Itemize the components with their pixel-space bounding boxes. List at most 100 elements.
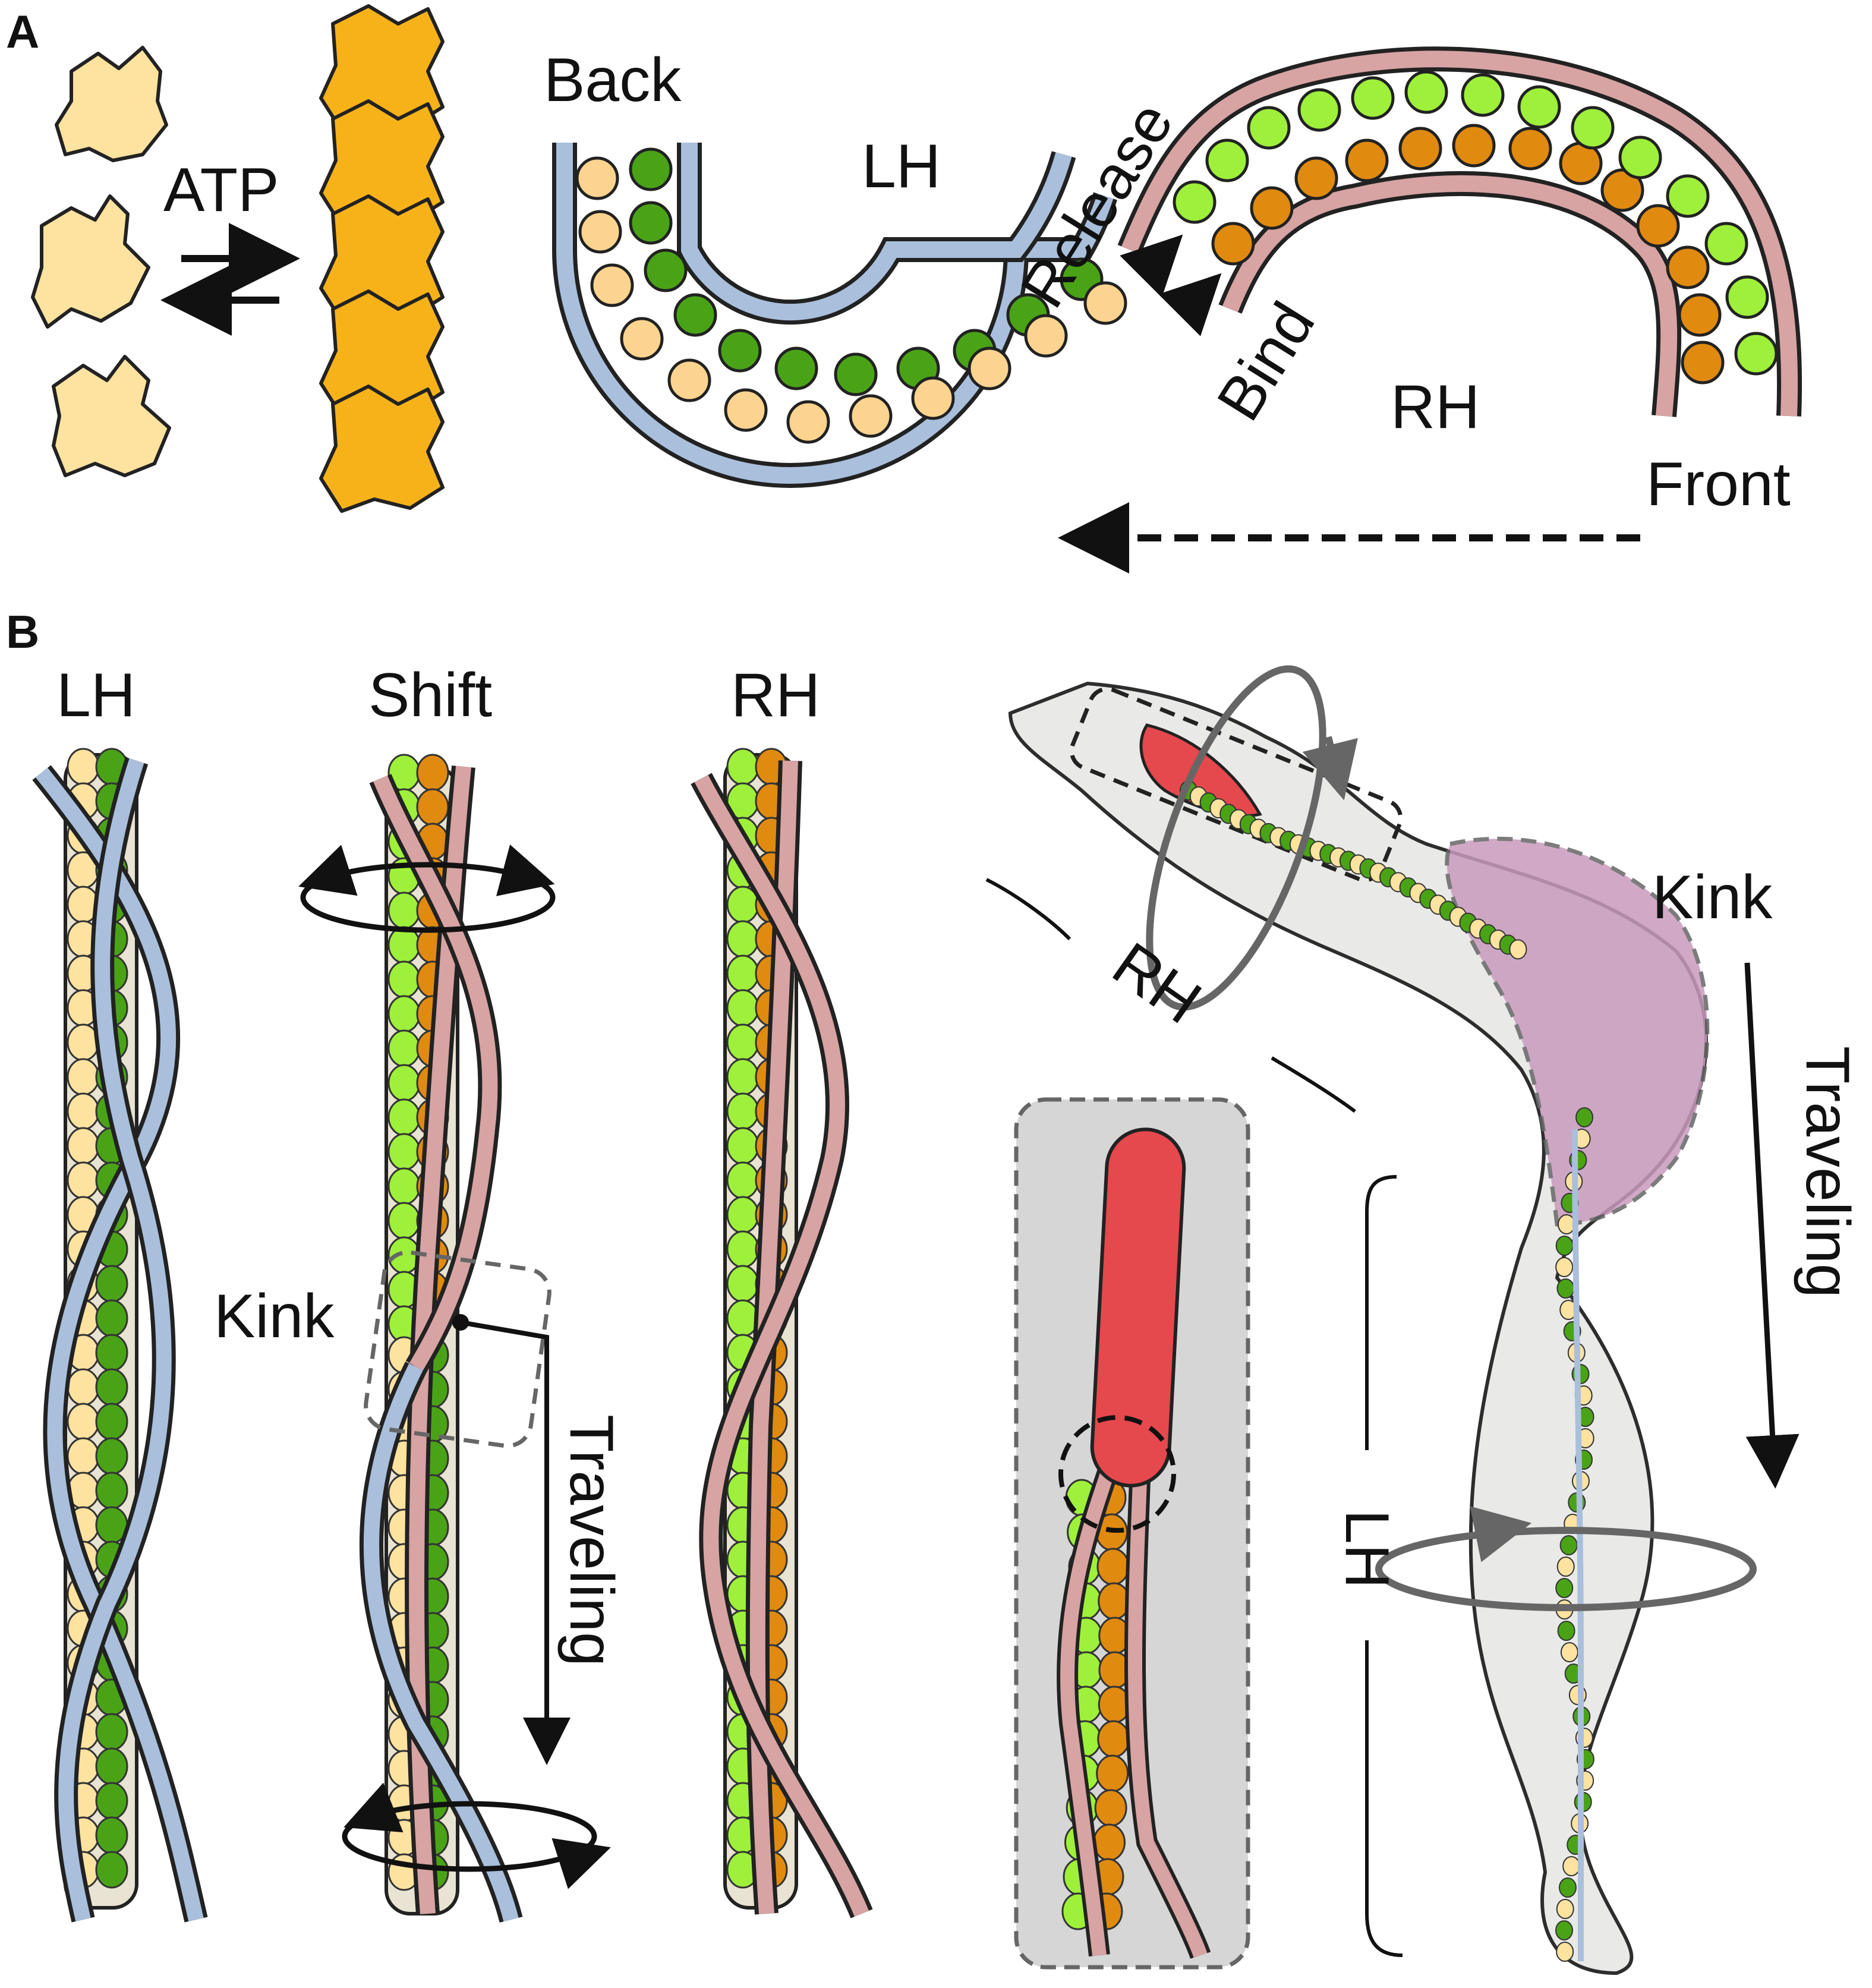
subunit-bead (726, 1092, 759, 1130)
subunit-bead (95, 1713, 128, 1751)
subunit-bead (67, 1092, 100, 1130)
subunit-bead (726, 1196, 759, 1234)
subunit-bead (387, 1029, 421, 1067)
subunit-bead (95, 1472, 128, 1510)
subunit-bead (1096, 1548, 1130, 1586)
kink-purple-region (1445, 836, 1710, 1227)
subunit-bead (726, 1058, 759, 1096)
subunit-bead (726, 1230, 759, 1268)
cap-junction-circle (1058, 1415, 1176, 1533)
subunit-bead (726, 954, 759, 993)
atp-label: ATP (163, 156, 279, 225)
polymer-stack (319, 4, 445, 513)
free-monomer-1 (55, 46, 168, 162)
release-bind-arrows (1120, 234, 1222, 336)
red-cap (1090, 1127, 1186, 1488)
subunit-bead (1096, 1754, 1129, 1792)
subunit-bead (1559, 1535, 1578, 1555)
rh-label-b: RH (1101, 930, 1214, 1037)
subunit-bead (726, 920, 759, 958)
front-label: Front (1646, 450, 1791, 519)
panel-b-letter: B (6, 606, 39, 658)
shift-filament (298, 754, 611, 1923)
polymer-subunit-3 (319, 194, 445, 323)
subunit-bead (726, 1265, 759, 1303)
panel-a-letter: A (6, 5, 39, 58)
lh-filament (32, 748, 208, 1923)
subunit-bead (1556, 1899, 1574, 1919)
right-kink-label: Kink (1652, 863, 1773, 932)
rh-box-dashed (1069, 686, 1403, 883)
subunit-bead (1556, 1942, 1574, 1962)
subunit-bead (387, 891, 421, 930)
subunit-bead (67, 1127, 100, 1165)
free-monomer-3 (52, 355, 171, 477)
subunit-bead (387, 960, 421, 998)
subunit-bead (726, 1161, 759, 1199)
subunit-bead (95, 1437, 128, 1475)
subunit-bead (387, 1098, 421, 1136)
subunit-bead (1556, 1278, 1575, 1299)
polymer-subunit-1 (319, 4, 445, 133)
subunit-bead (95, 1265, 128, 1303)
subunit-bead (726, 989, 759, 1027)
polymer-subunit-4 (319, 289, 445, 418)
free-monomer-2 (31, 194, 150, 329)
subunit-bead (726, 1023, 759, 1061)
subunit-bead (1562, 1856, 1581, 1876)
subunit-bead (416, 788, 449, 826)
bottom-rotation-arrow (342, 1801, 597, 1872)
subunit-bead (387, 1064, 421, 1102)
right-traveling-arrow (1744, 962, 1799, 1489)
subunit-bead (1097, 1720, 1130, 1758)
panel-a: A ATP (6, 4, 1802, 574)
filament-lh-half (552, 143, 1127, 488)
traveling-label: Traveling (557, 1414, 626, 1666)
back-label: Back (544, 46, 682, 115)
subunit-bead (95, 1334, 128, 1372)
kink-3d-model (1008, 665, 1757, 1976)
subunit-bead (1555, 1920, 1574, 1940)
kink-label: Kink (214, 1282, 335, 1351)
lh-bracket (1365, 1175, 1403, 1957)
free-monomers (31, 46, 171, 477)
column-lh-label: LH (56, 661, 135, 730)
subunit-bead (1560, 1642, 1578, 1662)
lh-label-b: LH (1332, 1510, 1401, 1589)
subunit-bead (67, 1058, 100, 1096)
subunit-bead (387, 1167, 421, 1205)
polymer-subunit-2 (319, 99, 445, 228)
subunit-bead (416, 754, 449, 792)
kink-highlight-box (364, 1250, 551, 1448)
column-rh-label: RH (731, 661, 820, 730)
subunit-bead (1575, 1107, 1594, 1127)
rh-bracket (985, 878, 1356, 1113)
subunit-bead (67, 1403, 100, 1441)
lh-rotation-arrow (1375, 1527, 1757, 1611)
subunit-bead (387, 1202, 421, 1240)
subunit-bead (726, 748, 759, 786)
lh-half-subunits (575, 147, 1127, 444)
subunit-bead (1555, 1578, 1574, 1598)
subunit-bead (95, 1782, 128, 1820)
subunit-bead (95, 1816, 128, 1854)
right-traveling-label: Traveling (1793, 1046, 1862, 1298)
subunit-bead (67, 748, 100, 786)
subunit-bead (67, 1437, 100, 1475)
rh-filament (691, 748, 873, 1918)
lh-label-a: LH (862, 132, 941, 201)
filament-rh-half (1117, 46, 1802, 417)
subunit-bead (1092, 1823, 1126, 1861)
subunit-bead (95, 1747, 128, 1785)
subunit-bead (1094, 1789, 1127, 1827)
subunit-bead (726, 1127, 759, 1165)
subunit-bead (1556, 1557, 1575, 1577)
top-rotation-arrow (300, 862, 556, 933)
subunit-bead (95, 1851, 128, 1889)
subunit-bead (95, 1299, 128, 1337)
subunit-bead (1557, 1621, 1575, 1641)
subunit-bead (1557, 1214, 1575, 1234)
panel-b: B LH Shift RH (6, 606, 1862, 1976)
column-shift-label: Shift (368, 661, 492, 730)
